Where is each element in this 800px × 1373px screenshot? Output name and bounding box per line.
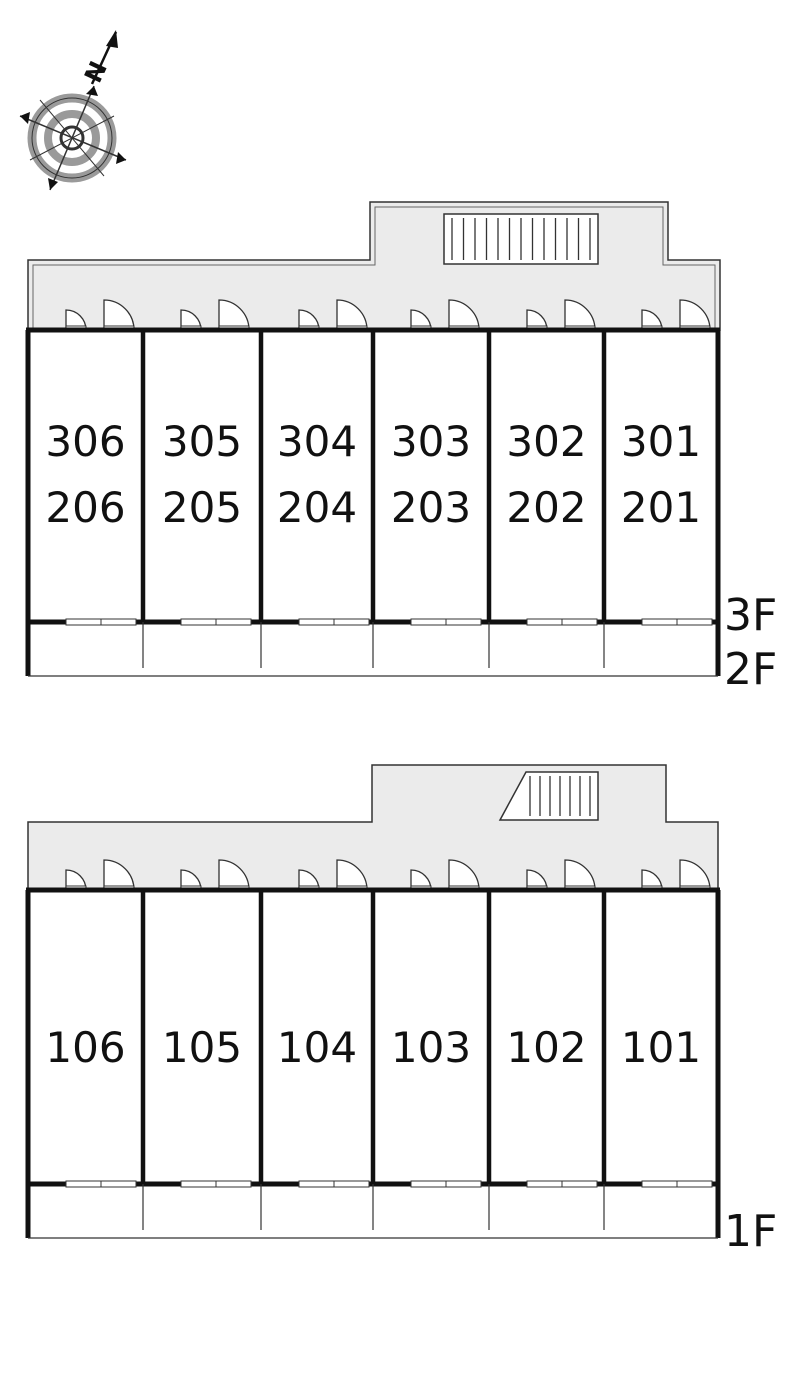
compass-icon	[19, 30, 127, 191]
unit-number: 306	[45, 417, 125, 466]
window	[526, 1180, 598, 1188]
unit-number: 204	[277, 483, 357, 532]
window	[641, 618, 713, 626]
unit-number: 104	[277, 1023, 357, 1072]
window	[410, 1180, 482, 1188]
upper-corridor	[27, 201, 721, 331]
unit-number: 203	[391, 483, 471, 532]
unit-number: 105	[162, 1023, 242, 1072]
lower-staircase	[498, 771, 599, 821]
unit-number: 202	[506, 483, 586, 532]
floor-label-2f: 2F	[724, 644, 777, 695]
unit-number: 305	[162, 417, 242, 466]
unit-number: 103	[391, 1023, 471, 1072]
lower-building: 106 105 104 103 102 101 1F	[25, 764, 777, 1257]
window	[65, 1180, 137, 1188]
unit-number: 106	[45, 1023, 125, 1072]
unit-number: 102	[506, 1023, 586, 1072]
window	[526, 618, 598, 626]
unit-number: 301	[621, 417, 701, 466]
window	[180, 1180, 252, 1188]
window	[180, 618, 252, 626]
upper-corridor-inner-edge	[32, 206, 716, 330]
unit-number: 205	[162, 483, 242, 532]
compass: N	[19, 30, 127, 191]
floor-label-1f: 1F	[724, 1206, 777, 1257]
window	[641, 1180, 713, 1188]
north-label: N	[79, 57, 113, 87]
unit-number: 206	[45, 483, 125, 532]
unit-number: 302	[506, 417, 586, 466]
window	[65, 618, 137, 626]
window	[410, 618, 482, 626]
window	[298, 618, 370, 626]
upper-staircase	[443, 213, 599, 265]
unit-number: 101	[621, 1023, 701, 1072]
unit-number: 201	[621, 483, 701, 532]
unit-number: 303	[391, 417, 471, 466]
unit-number: 304	[277, 417, 357, 466]
lower-corridor	[27, 764, 719, 891]
floor-label-3f: 3F	[724, 590, 777, 641]
window	[298, 1180, 370, 1188]
